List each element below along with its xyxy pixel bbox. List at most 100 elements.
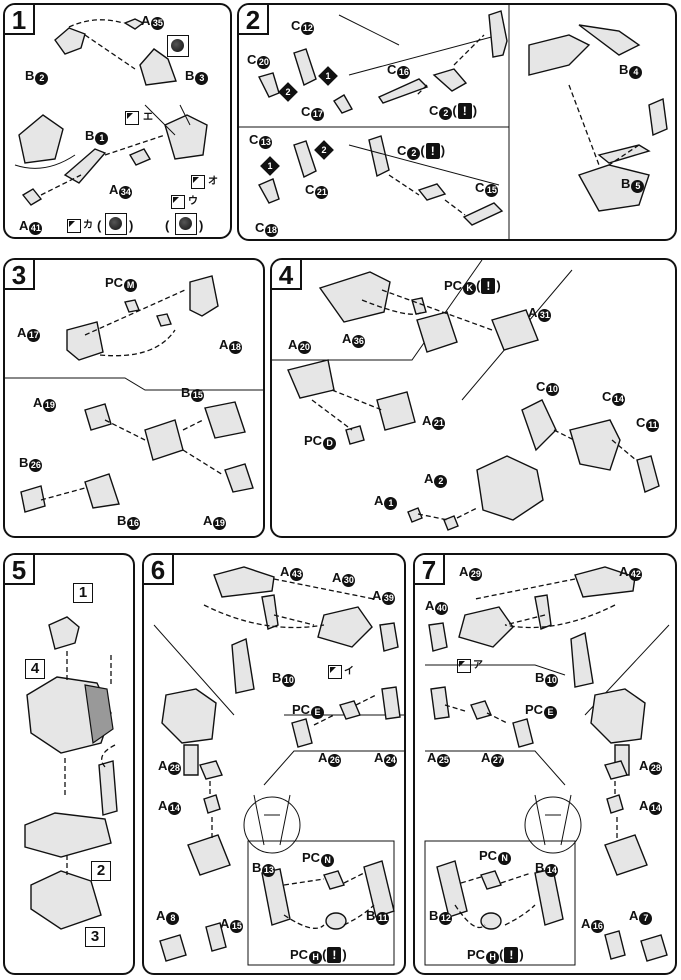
part-number: 8 bbox=[166, 912, 180, 925]
sticker-icon bbox=[171, 195, 185, 209]
paren: ( bbox=[476, 278, 481, 293]
part-letter: A bbox=[422, 413, 432, 428]
part-number: 16 bbox=[397, 66, 411, 79]
part-number: 14 bbox=[649, 802, 663, 815]
part-number: N bbox=[498, 852, 512, 865]
part-number: 19 bbox=[43, 399, 57, 412]
part-letter: A bbox=[156, 908, 166, 923]
part-number: 36 bbox=[352, 335, 366, 348]
sticker-label: ア bbox=[473, 660, 483, 671]
part-number: 26 bbox=[328, 754, 342, 767]
part-letter: C bbox=[255, 220, 265, 235]
caution-icon: ! bbox=[327, 947, 342, 963]
part-letter: A bbox=[581, 916, 591, 931]
part-letter: A bbox=[332, 570, 342, 585]
part-number: 2 bbox=[439, 107, 453, 120]
part-letter: C bbox=[291, 18, 301, 33]
part-letter: A bbox=[372, 588, 382, 603]
part-number: 2 bbox=[407, 147, 421, 160]
sticker-label: カ bbox=[83, 220, 93, 231]
part-letter: C bbox=[636, 415, 646, 430]
paren: ) bbox=[472, 103, 478, 118]
part-letter: B bbox=[25, 68, 35, 83]
part-letter: B bbox=[117, 513, 127, 528]
part-number: 12 bbox=[301, 22, 315, 35]
paren: ) bbox=[129, 218, 134, 233]
paren: ) bbox=[342, 947, 347, 962]
step-4-diagram bbox=[272, 260, 660, 531]
part-letter: PC bbox=[304, 433, 323, 448]
part-letter: B bbox=[429, 908, 439, 923]
part-letter: A bbox=[424, 471, 434, 486]
part-letter: B bbox=[272, 670, 282, 685]
part-letter: B bbox=[19, 455, 29, 470]
part-number: 34 bbox=[119, 186, 133, 199]
part-letter: A bbox=[288, 337, 298, 352]
part-letter: A bbox=[374, 493, 384, 508]
part-letter: B bbox=[366, 908, 376, 923]
part-number: 26 bbox=[29, 459, 43, 472]
part-number: 21 bbox=[315, 186, 329, 199]
coin-stamp-icon bbox=[105, 213, 127, 235]
part-number: 3 bbox=[195, 72, 209, 85]
part-number: 11 bbox=[646, 419, 660, 432]
part-number: 15 bbox=[191, 389, 205, 402]
part-letter: B bbox=[181, 385, 191, 400]
part-letter: C bbox=[305, 182, 315, 197]
part-number: 13 bbox=[259, 136, 273, 149]
part-number: 43 bbox=[290, 568, 304, 581]
part-number: 40 bbox=[435, 602, 449, 615]
paren: ( bbox=[499, 947, 504, 962]
part-number: 4 bbox=[629, 66, 643, 79]
step-5-panel: 5 1 4 2 3 bbox=[3, 553, 135, 975]
part-number: 11 bbox=[376, 912, 390, 925]
part-number: E bbox=[311, 706, 325, 719]
part-letter: C bbox=[301, 104, 311, 119]
part-number: H bbox=[486, 951, 500, 964]
sticker-label: ウ bbox=[188, 196, 198, 207]
part-letter: A bbox=[427, 750, 437, 765]
part-number: 17 bbox=[311, 108, 325, 121]
part-number: E bbox=[544, 706, 558, 719]
part-number: 10 bbox=[546, 383, 560, 396]
part-letter: A bbox=[141, 13, 151, 28]
part-number: K bbox=[463, 282, 477, 295]
sticker-icon bbox=[125, 111, 139, 125]
part-letter: B bbox=[535, 670, 545, 685]
step-number: 7 bbox=[415, 555, 445, 585]
part-letter: A bbox=[33, 395, 43, 410]
subassembly-ref: 2 bbox=[91, 861, 111, 881]
part-letter: A bbox=[220, 916, 230, 931]
part-letter: B bbox=[185, 68, 195, 83]
part-number: 35 bbox=[151, 17, 165, 30]
part-number: 19 bbox=[213, 517, 227, 530]
paren: ) bbox=[440, 143, 446, 158]
